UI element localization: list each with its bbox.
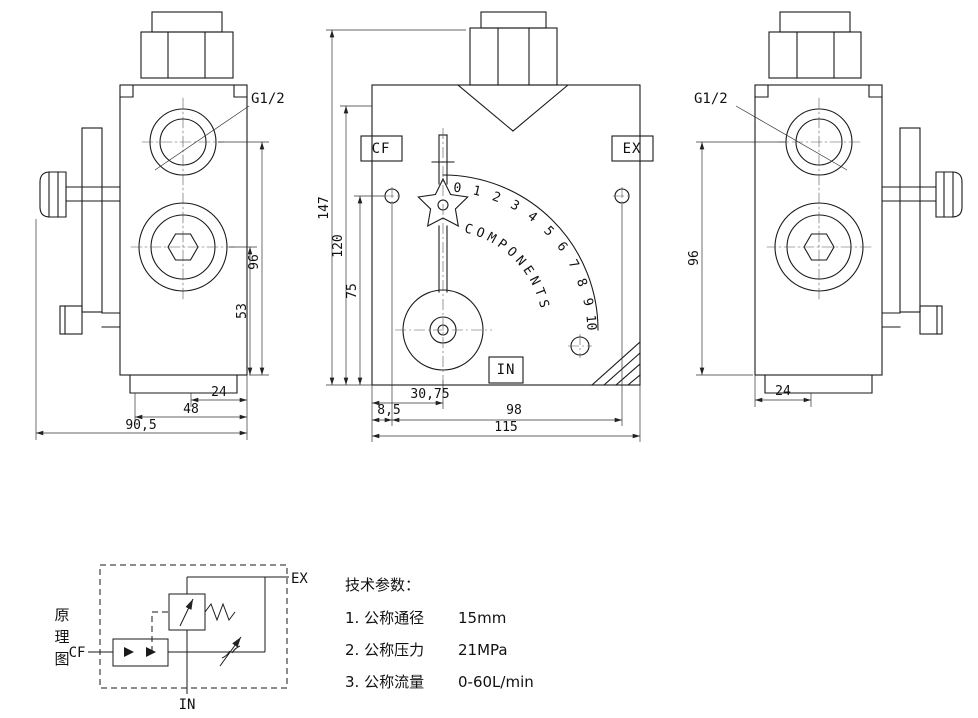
in-port-label: IN (497, 362, 516, 378)
dim-96-left: 96 (247, 254, 262, 270)
schematic-in-label: IN (179, 697, 196, 713)
front-view (360, 11, 654, 386)
corner-hatch (591, 341, 641, 386)
dim-75: 75 (345, 283, 360, 299)
dim-147: 147 (317, 196, 332, 219)
dim-115: 115 (494, 420, 517, 435)
relief-valve (151, 593, 236, 652)
dial-scale-number: 1 (471, 183, 482, 199)
dial-scale-number: 4 (524, 209, 539, 226)
leader-line (154, 105, 250, 171)
hex-socket (167, 233, 199, 261)
hex-nut-front (469, 27, 558, 86)
schematic-boundary (99, 564, 288, 689)
valve-body-front (371, 84, 641, 386)
g12-port-label-right: G1/2 (694, 91, 728, 107)
dim-48: 48 (183, 402, 199, 417)
dim-90-5: 90,5 (125, 418, 156, 433)
dial-scale-number: 8 (573, 276, 590, 289)
bolt-head (151, 11, 223, 33)
dial-scale-number: 2 (490, 189, 503, 206)
left-side-view (39, 11, 248, 394)
cf-port-box (360, 135, 403, 162)
components-arc-label-wrap: COMPONENTS (463, 221, 553, 313)
dial-scale-number: 5 (540, 223, 556, 239)
right-side-view (754, 11, 963, 394)
dim-120: 120 (331, 234, 346, 257)
centerlines (130, 97, 236, 303)
dial-scale-number: 10 (582, 314, 598, 331)
dim-98: 98 (506, 403, 522, 418)
tech-params-title: 技术参数： (345, 576, 420, 594)
throttle-valve (219, 636, 242, 667)
schematic-title-char: 理 (54, 628, 69, 646)
dial-scale-number: 7 (565, 257, 582, 271)
lock-bolt (59, 305, 83, 335)
front-view-centerlines (383, 128, 631, 380)
in-port-box (488, 356, 524, 384)
dim-8-5: 8,5 (377, 403, 400, 418)
dim-30-75: 30,75 (410, 387, 449, 402)
dial-scale-number: 9 (579, 297, 595, 308)
dial-scale-number: 0 (453, 181, 462, 197)
hex-nut (140, 31, 234, 79)
dial-scale-number: 6 (553, 239, 570, 254)
left-view-dimensions (35, 105, 269, 440)
hydraulic-schematic: 原 理 图 (54, 564, 308, 713)
flow-divider (112, 638, 169, 667)
valve-body (119, 84, 248, 376)
bottom-step (129, 374, 238, 394)
schematic-title-char: 原 (54, 606, 69, 624)
dial-scale: 0 1 2 3 4 5 6 7 8 9 10 (453, 181, 599, 331)
ex-port-box (611, 135, 654, 162)
leader-line (735, 105, 848, 171)
schematic-cf-label: CF (69, 645, 86, 661)
components-arc-label: COMPONENTS (463, 221, 549, 313)
g12-port-label-left: G1/2 (251, 91, 285, 107)
ex-port-label: EX (623, 141, 642, 157)
dim-24-left: 24 (211, 385, 227, 400)
schematic-title-char: 图 (54, 650, 69, 668)
dim-96-right: 96 (687, 250, 702, 266)
bolt-head-front (480, 11, 547, 29)
dim-24-right: 24 (775, 384, 791, 399)
adjust-knob (39, 171, 67, 218)
dial-arc (442, 174, 599, 331)
side-plate (81, 127, 103, 313)
dim-53: 53 (235, 303, 250, 319)
front-view-dimensions (326, 29, 641, 442)
right-view-dimensions (696, 105, 848, 407)
dial-scale-number: 3 (508, 197, 522, 214)
schematic-ex-label: EX (291, 571, 308, 587)
cf-port-label: CF (372, 141, 391, 157)
